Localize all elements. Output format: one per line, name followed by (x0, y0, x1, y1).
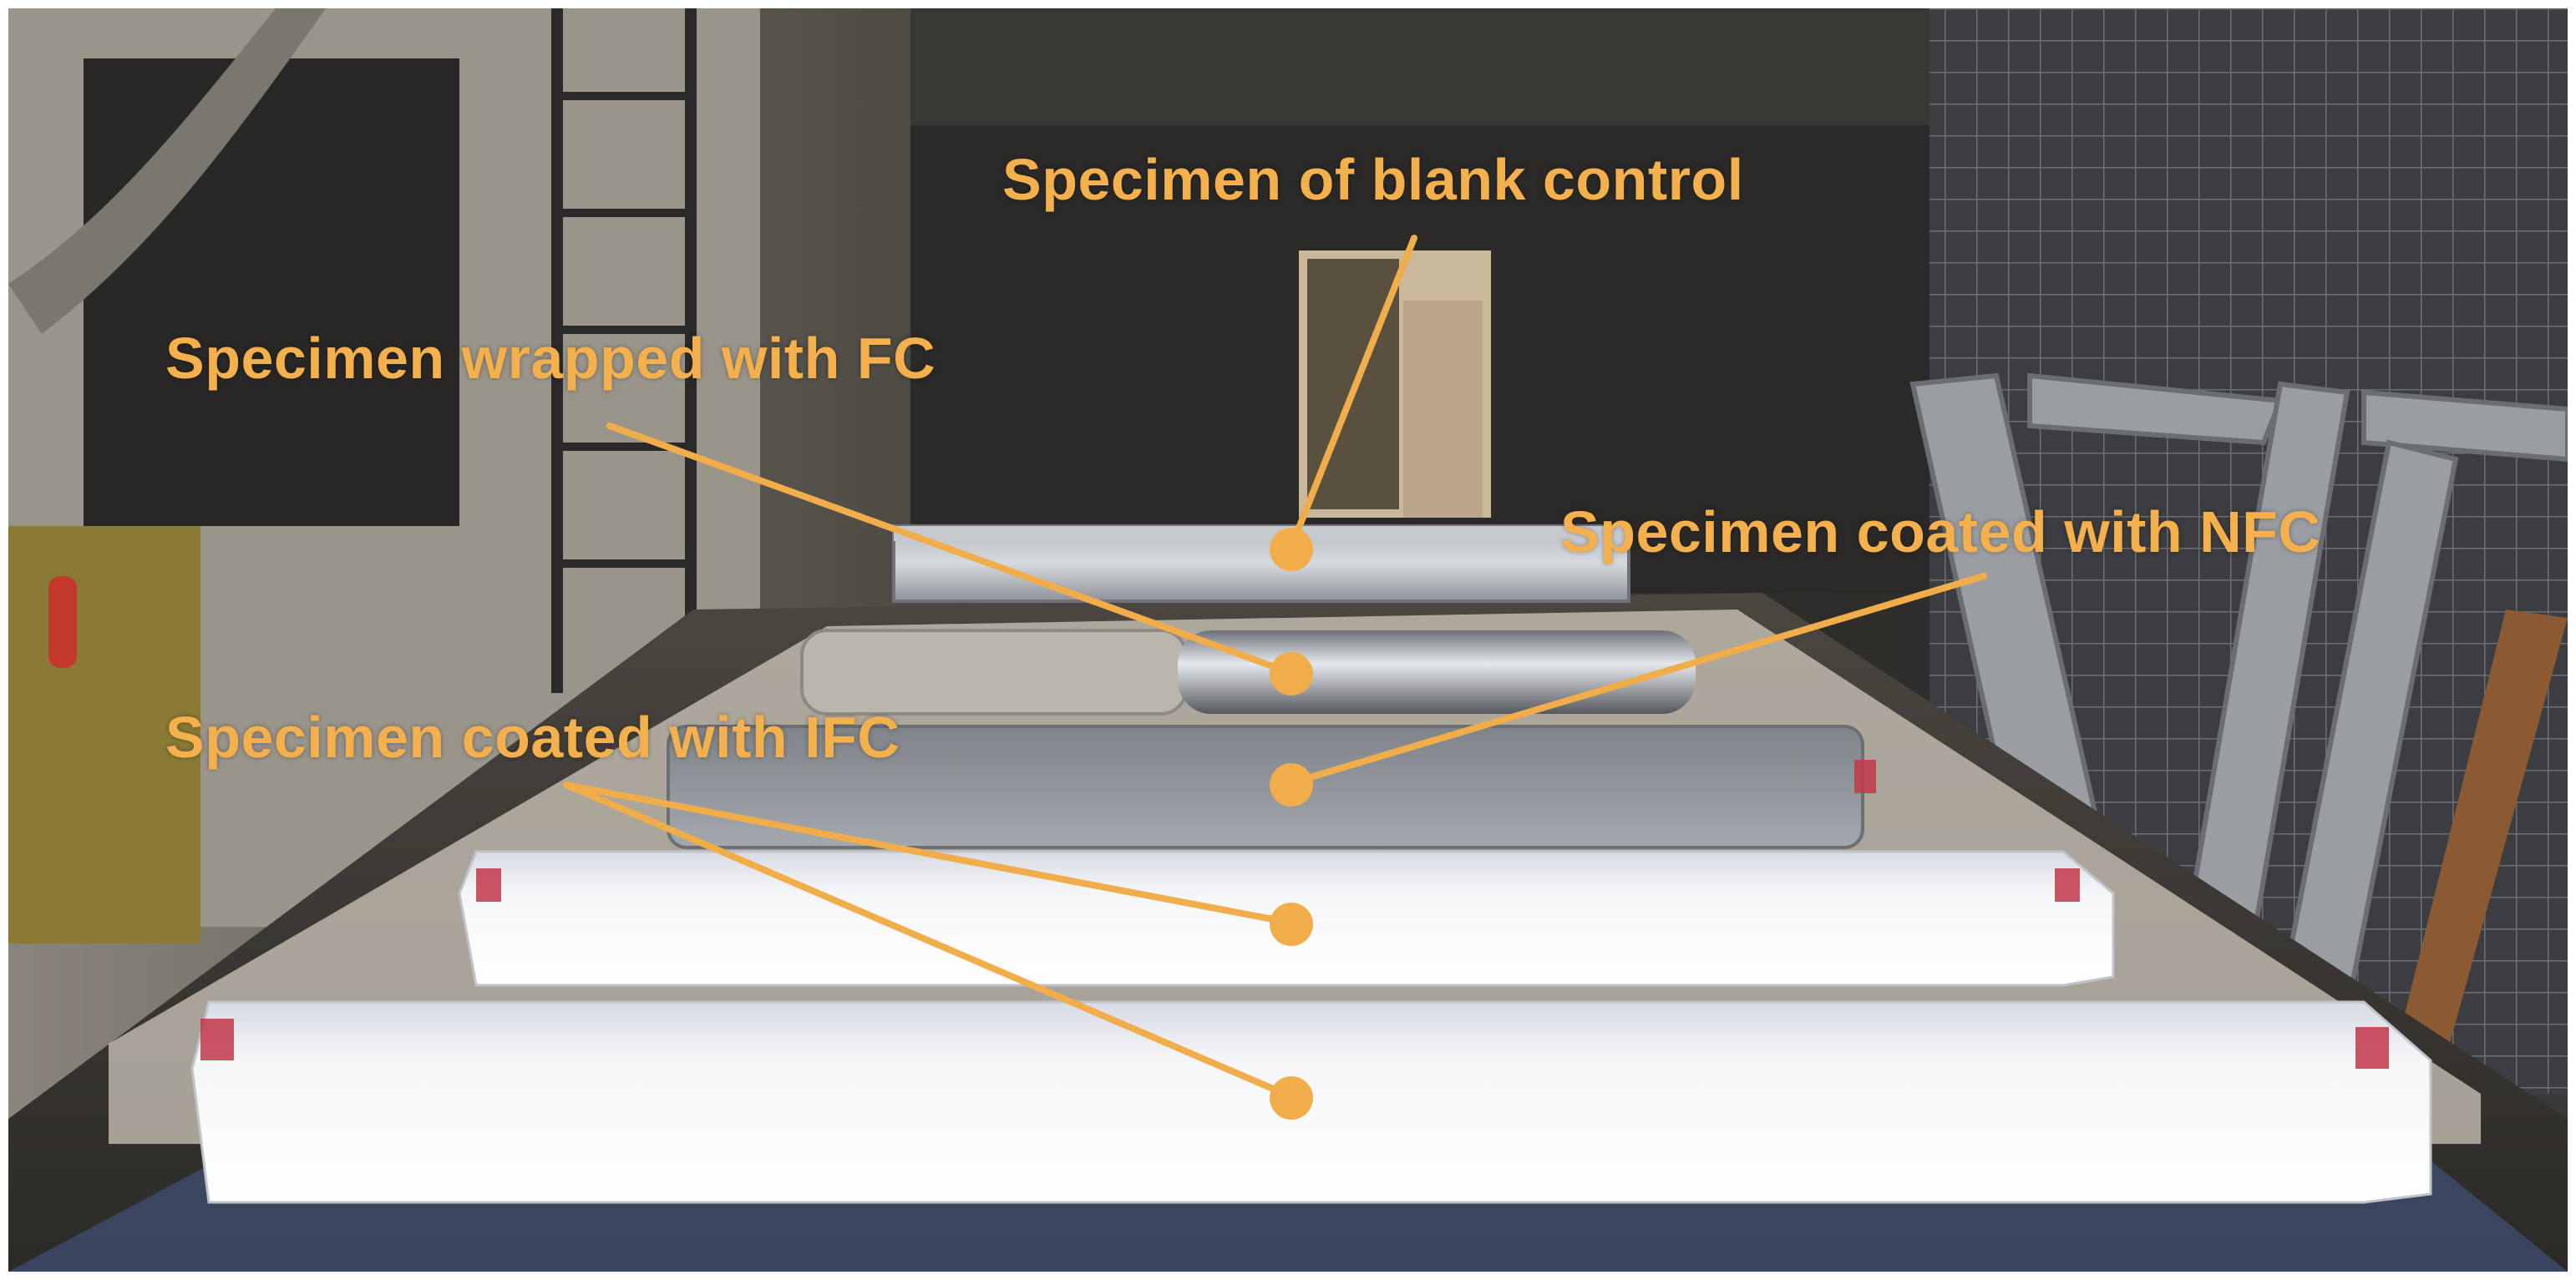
blank-control-flange (894, 526, 1629, 541)
label-coated-ifc: Specimen coated with IFC (165, 705, 900, 770)
marker-coated-nfc (1270, 763, 1313, 807)
leader-coated-ifc-lower (563, 782, 1294, 1100)
label-coated-nfc: Specimen coated with NFC (1560, 499, 2321, 564)
ladder-rungs (551, 92, 697, 568)
lab-scene-photo (8, 8, 2568, 1272)
ladder-right-rail (685, 8, 697, 693)
label-wrapped-fc: Specimen wrapped with FC (165, 326, 936, 391)
red-sealant-marks (200, 760, 2389, 1069)
marker-coated-ifc-lower (1270, 1076, 1313, 1120)
outside-view (1403, 301, 1483, 518)
label-blank-control: Specimen of blank control (1002, 147, 1744, 212)
left-window (84, 58, 459, 526)
specimen-wrapped-fc-tube (1178, 630, 1696, 714)
hall-ceiling (910, 8, 1929, 125)
marker-wrapped-fc (1270, 652, 1313, 696)
specimen-wrapped-fc-board (800, 629, 1188, 716)
steel-frames (1909, 372, 2568, 1014)
annotation-leader-lines (563, 235, 1987, 1100)
yellow-cabinet (8, 526, 200, 944)
leader-coated-ifc-upper (563, 782, 1294, 926)
leader-wrapped-fc (606, 422, 1292, 675)
annotation-markers (1270, 528, 1313, 1120)
leader-blank-control (1288, 235, 1417, 550)
photo-frame: Specimen of blank control Specimen wrapp… (8, 8, 2568, 1272)
red-extinguisher (48, 576, 77, 668)
ladder-left-rail (551, 8, 563, 693)
marker-blank-control (1270, 528, 1313, 571)
ventilation-duct (8, 8, 326, 334)
marker-coated-ifc-upper (1270, 903, 1313, 946)
wooden-plank (2397, 610, 2568, 1052)
leader-coated-nfc (1287, 573, 1987, 787)
